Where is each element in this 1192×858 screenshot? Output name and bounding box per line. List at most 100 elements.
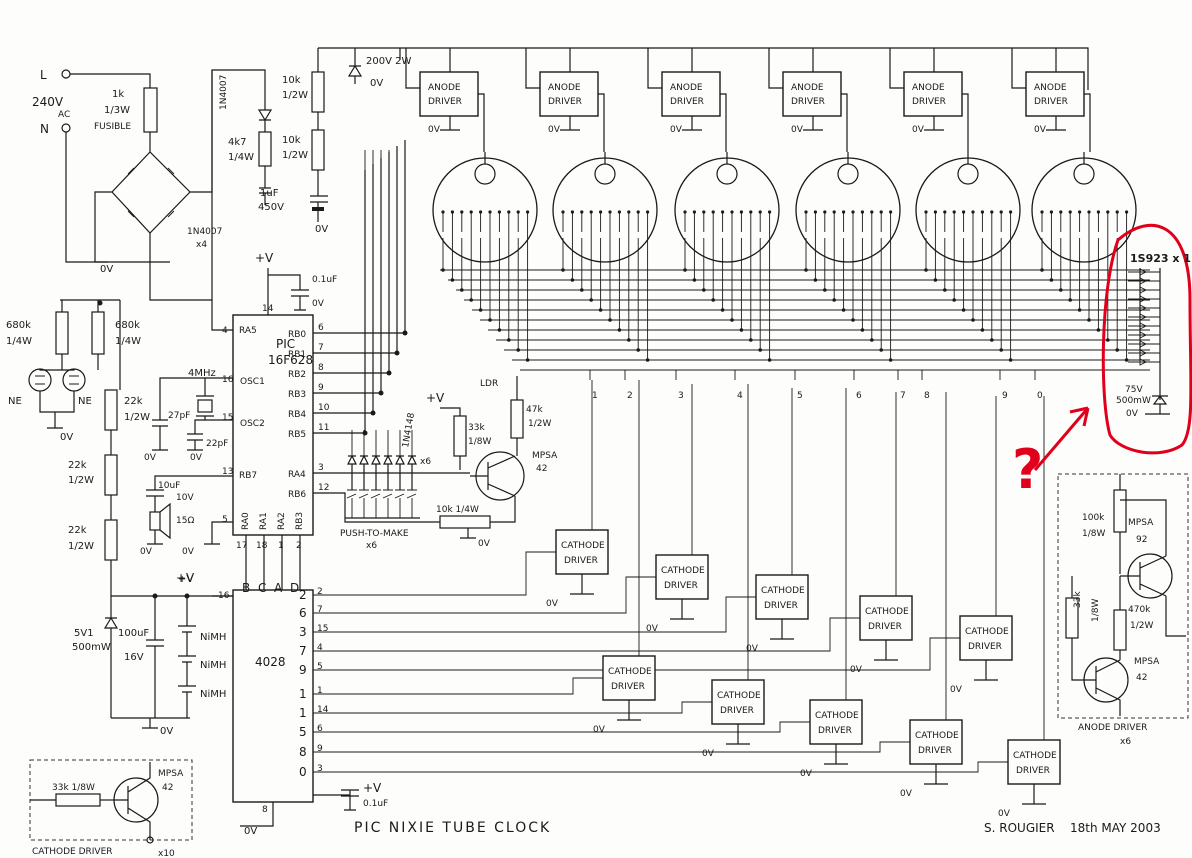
piezo-speaker xyxy=(149,511,161,531)
svg-text:1S923 x 11: 1S923 x 11 xyxy=(1130,252,1192,265)
svg-text:1/8W: 1/8W xyxy=(468,437,491,447)
svg-text:500mW: 500mW xyxy=(72,642,111,653)
svg-text:RB3: RB3 xyxy=(288,390,306,400)
author: S. ROUGIER xyxy=(984,821,1055,835)
svg-text:DRIVER: DRIVER xyxy=(1016,766,1050,776)
svg-text:NE: NE xyxy=(78,396,92,407)
svg-text:0V: 0V xyxy=(1126,409,1139,419)
svg-text:0V: 0V xyxy=(315,224,328,235)
svg-text:LDR: LDR xyxy=(480,379,498,389)
decoder-output-4: 9 xyxy=(299,663,307,677)
svg-text:200V 2W: 200V 2W xyxy=(366,56,411,67)
svg-text:DRIVER: DRIVER xyxy=(918,746,952,756)
svg-text:0V: 0V xyxy=(1034,125,1047,135)
svg-text:1/2W: 1/2W xyxy=(282,90,308,101)
svg-text:0V: 0V xyxy=(428,125,441,135)
svg-text:4: 4 xyxy=(317,643,323,653)
svg-text:0V: 0V xyxy=(646,624,659,634)
svg-text:MPSA: MPSA xyxy=(532,451,558,461)
svg-text:33k 1/8W: 33k 1/8W xyxy=(52,783,95,793)
svg-text:8: 8 xyxy=(318,363,324,373)
svg-text:1/2W: 1/2W xyxy=(68,541,94,552)
svg-text:PUSH-TO-MAKE: PUSH-TO-MAKE xyxy=(340,529,409,539)
svg-text:0V: 0V xyxy=(800,769,813,779)
svg-text:17: 17 xyxy=(236,541,247,551)
nixie-tube-1 xyxy=(432,152,538,263)
neon-lamp-2 xyxy=(62,368,86,392)
svg-text:0V: 0V xyxy=(702,749,715,759)
svg-text:CATHODE: CATHODE xyxy=(915,731,959,741)
svg-text:42: 42 xyxy=(162,783,173,793)
svg-text:RB3: RB3 xyxy=(295,512,305,530)
svg-text:9: 9 xyxy=(318,383,324,393)
svg-text:3: 3 xyxy=(318,463,324,473)
cathode-driver-box xyxy=(859,595,913,641)
svg-text:0V: 0V xyxy=(182,547,195,557)
anode-driver-detail: 100k 1/8W MPSA 92 470k 1/2W 33k 1/8W MPS… xyxy=(1057,473,1189,747)
svg-text:1N4148: 1N4148 xyxy=(401,412,417,449)
power-supply: L N 240V AC 1k 1/3W FUSIBLE 1N4007 x4 0V… xyxy=(32,47,1089,301)
decoder-output-5: 1 xyxy=(299,687,307,701)
svg-text:RB0: RB0 xyxy=(288,330,306,340)
svg-text:1N4007: 1N4007 xyxy=(187,227,222,237)
svg-text:9: 9 xyxy=(317,744,323,754)
schematic-title: PIC NIXIE TUBE CLOCK xyxy=(354,820,551,836)
svg-text:RA5: RA5 xyxy=(239,326,257,336)
svg-text:RB6: RB6 xyxy=(288,490,306,500)
svg-text:NiMH: NiMH xyxy=(200,689,226,700)
svg-text:x10: x10 xyxy=(158,849,175,858)
nixie-tubes xyxy=(432,152,1150,371)
mains-ac: AC xyxy=(58,110,70,120)
svg-text:4028: 4028 xyxy=(255,655,286,669)
svg-text:DRIVER: DRIVER xyxy=(564,556,598,566)
live-label: L xyxy=(40,68,47,82)
svg-text:100uF: 100uF xyxy=(118,628,149,639)
cathode-driver-box xyxy=(655,554,709,600)
svg-text:7: 7 xyxy=(317,605,323,615)
svg-text:4: 4 xyxy=(222,326,228,336)
svg-text:0V: 0V xyxy=(791,125,804,135)
resistor-4k7 xyxy=(258,131,272,167)
svg-text:RA2: RA2 xyxy=(277,512,287,530)
cathode-number-0: 1 xyxy=(592,391,598,401)
pic-16f628-chip xyxy=(232,314,314,536)
svg-text:MPSA: MPSA xyxy=(158,769,184,779)
svg-text:33k: 33k xyxy=(1073,591,1083,608)
svg-text:DRIVER: DRIVER xyxy=(764,601,798,611)
svg-text:75V: 75V xyxy=(1125,385,1143,395)
mains-voltage: 240V xyxy=(32,95,64,109)
svg-text:0V: 0V xyxy=(546,599,559,609)
svg-text:RA4: RA4 xyxy=(288,470,306,480)
svg-text:0V: 0V xyxy=(478,539,491,549)
svg-text:10: 10 xyxy=(318,403,330,413)
svg-text:92: 92 xyxy=(1136,535,1147,545)
svg-text:16: 16 xyxy=(222,375,234,385)
svg-text:0V: 0V xyxy=(950,685,963,695)
svg-text:450V: 450V xyxy=(258,202,284,213)
svg-text:0V: 0V xyxy=(60,432,73,443)
svg-text:0V: 0V xyxy=(370,78,383,89)
svg-text:2: 2 xyxy=(317,587,323,597)
svg-text:1k: 1k xyxy=(112,89,124,100)
svg-text:ANODE: ANODE xyxy=(1034,83,1067,93)
svg-text:x6: x6 xyxy=(420,457,431,467)
svg-text:CATHODE: CATHODE xyxy=(761,586,805,596)
svg-text:CATHODE: CATHODE xyxy=(965,627,1009,637)
svg-text:1/2W: 1/2W xyxy=(1130,621,1153,631)
question-mark: ? xyxy=(1012,438,1043,501)
svg-text:DRIVER: DRIVER xyxy=(428,97,462,107)
svg-text:1/3W: 1/3W xyxy=(104,105,130,116)
svg-text:RA0: RA0 xyxy=(241,512,251,530)
neutral-label: N xyxy=(40,122,49,136)
